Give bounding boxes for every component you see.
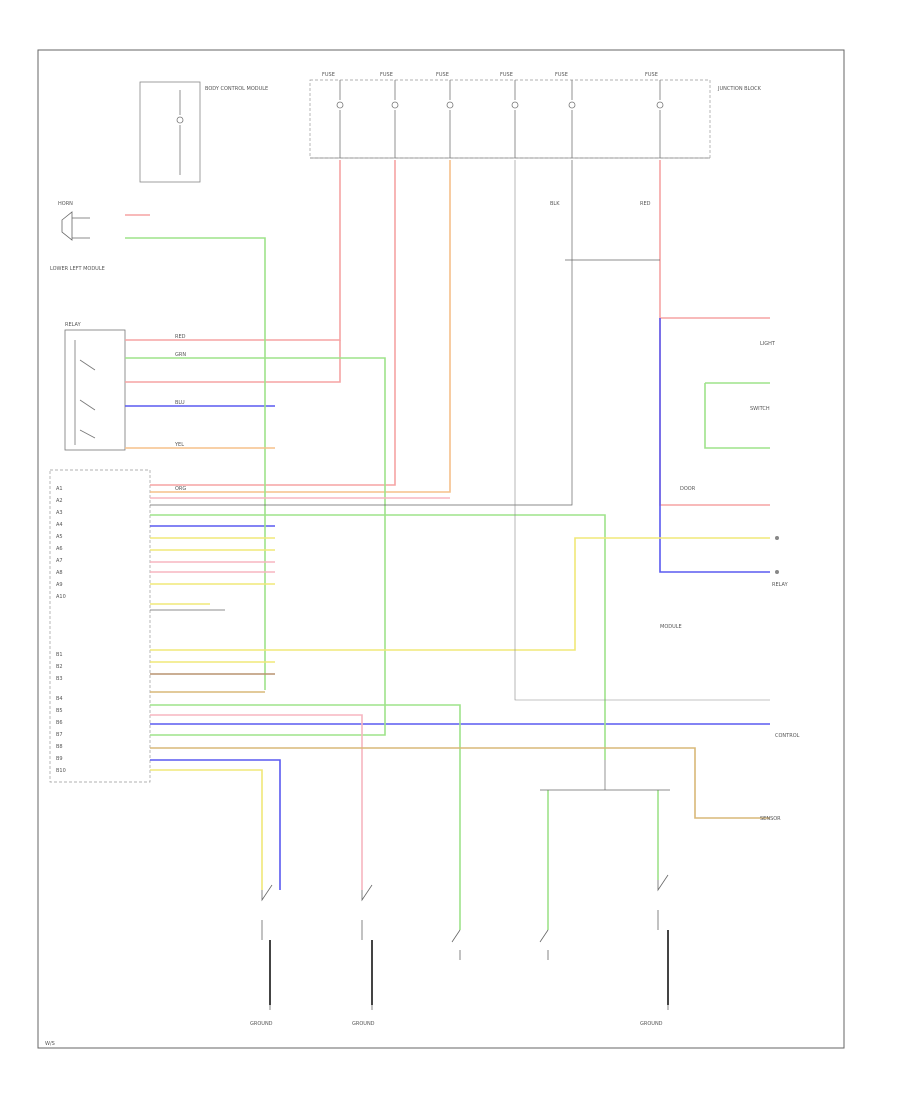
wire-color-tags: RED GRN BLU YEL ORG RED BLK xyxy=(174,201,651,492)
wire-green-2 xyxy=(125,357,386,736)
relay-label: RELAY xyxy=(65,322,82,328)
wire-yellow-4 xyxy=(150,769,263,890)
svg-text:BLK: BLK xyxy=(550,201,560,207)
fuse-label-2: FUSE xyxy=(380,72,393,78)
svg-text:LIGHT: LIGHT xyxy=(760,341,776,347)
svg-text:RED: RED xyxy=(175,334,186,340)
svg-text:GRN: GRN xyxy=(175,352,186,358)
fuse-label-3: FUSE xyxy=(436,72,449,78)
svg-text:A9: A9 xyxy=(56,582,63,588)
junction-block: FUSE FUSE FUSE FUSE FUSE FUSE JUNCTION B… xyxy=(139,72,762,183)
wire-orange-1 xyxy=(150,160,451,493)
svg-text:A6: A6 xyxy=(56,546,63,552)
wire-gray-1 xyxy=(150,160,573,506)
horn-label: HORN xyxy=(58,201,73,207)
bcm-label: BODY CONTROL MODULE xyxy=(205,86,268,92)
svg-text:A3: A3 xyxy=(56,510,63,516)
svg-text:CONTROL: CONTROL xyxy=(775,733,800,739)
lower-left-module-label: LOWER LEFT MODULE xyxy=(50,266,105,272)
fuse-label-4: FUSE xyxy=(500,72,513,78)
right-side-labels: LIGHT SWITCH DOOR RELAY MODULE CONTROL S… xyxy=(660,341,800,822)
svg-text:A10: A10 xyxy=(56,594,66,600)
svg-text:BLU: BLU xyxy=(175,400,185,406)
relay-block xyxy=(64,329,126,451)
svg-text:RELAY: RELAY xyxy=(772,582,789,588)
svg-text:B7: B7 xyxy=(56,732,63,738)
horn-symbol xyxy=(61,211,90,241)
wire-green-5 xyxy=(704,382,770,449)
wire-yellow-1 xyxy=(150,537,275,551)
ground-mid-label: GROUND xyxy=(352,1021,375,1027)
svg-text:B3: B3 xyxy=(56,676,63,682)
wire-red-3 xyxy=(125,340,341,383)
fuse-label-6: FUSE xyxy=(645,72,658,78)
ground-bars xyxy=(269,930,669,1005)
svg-text:A7: A7 xyxy=(56,558,63,564)
wire-green-4 xyxy=(150,704,461,930)
wire-green-1 xyxy=(125,237,266,690)
wire-pink-1 xyxy=(150,561,275,573)
fuse-label-1: FUSE xyxy=(322,72,335,78)
svg-text:B10: B10 xyxy=(56,768,66,774)
svg-text:B2: B2 xyxy=(56,664,63,670)
svg-text:A8: A8 xyxy=(56,570,63,576)
ground-left-label: GROUND xyxy=(250,1021,273,1027)
ground-right-label: GROUND xyxy=(640,1021,663,1027)
wire-pink-2 xyxy=(150,714,363,890)
wire-green-3 xyxy=(150,514,606,760)
wire-red-1 xyxy=(125,160,341,341)
wires xyxy=(125,160,770,930)
wire-gray-2 xyxy=(514,160,770,701)
svg-text:B9: B9 xyxy=(56,756,63,762)
svg-text:SWITCH: SWITCH xyxy=(750,406,770,412)
wire-blue-5 xyxy=(150,759,281,890)
svg-text:YEL: YEL xyxy=(174,442,184,448)
svg-text:B1: B1 xyxy=(56,652,63,658)
svg-text:DOOR: DOOR xyxy=(680,486,696,492)
fuse-label-5: FUSE xyxy=(555,72,568,78)
diagram-frame xyxy=(37,49,845,1049)
svg-text:A5: A5 xyxy=(56,534,63,540)
svg-text:B6: B6 xyxy=(56,720,63,726)
svg-text:B5: B5 xyxy=(56,708,63,714)
svg-text:ORG: ORG xyxy=(175,486,186,492)
wire-yellow-3 xyxy=(150,537,770,651)
svg-text:B8: B8 xyxy=(56,744,63,750)
svg-text:A1: A1 xyxy=(56,486,63,492)
junction-label: JUNCTION BLOCK xyxy=(717,86,762,92)
svg-text:A2: A2 xyxy=(56,498,63,504)
svg-text:RED: RED xyxy=(640,201,651,207)
wire-blue-2 xyxy=(659,318,770,573)
svg-text:B4: B4 xyxy=(56,696,63,702)
svg-text:SENSOR: SENSOR xyxy=(760,816,781,822)
svg-text:A4: A4 xyxy=(56,522,63,528)
bottom-switches xyxy=(261,874,669,1010)
main-module xyxy=(49,469,151,783)
footer-tag: W/S xyxy=(45,1041,55,1047)
wire-tan-1 xyxy=(150,747,770,819)
wire-red-2 xyxy=(150,160,396,486)
svg-text:MODULE: MODULE xyxy=(660,624,682,630)
wire-red-4 xyxy=(659,160,770,319)
